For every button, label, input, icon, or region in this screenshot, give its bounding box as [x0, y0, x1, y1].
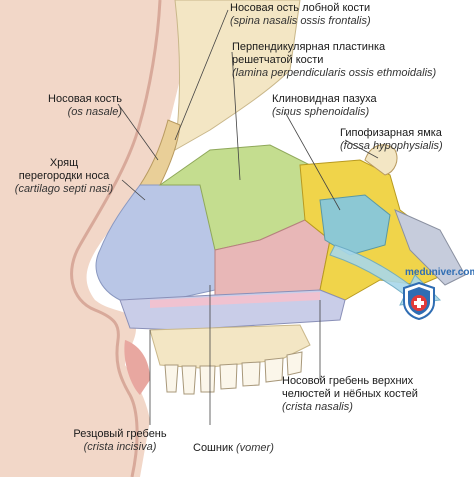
- label-spina-lat: (spina nasalis ossis frontalis): [230, 15, 371, 27]
- maxilla-alveolar: [149, 324, 311, 369]
- label-crista-incisiva: Резцовый гребень (crista incisiva): [60, 428, 180, 454]
- nasal-crest-stripe: [150, 292, 320, 308]
- label-crista-nasalis-ru1: Носовой гребень верхних: [282, 375, 414, 387]
- label-lamina-lat: (lamina perpendicularis ossis ethmoidali…: [232, 67, 437, 79]
- label-vomer: Сошник (vomer): [193, 442, 274, 455]
- label-fossa-ru: Гипофизарная ямка: [340, 127, 442, 139]
- sella-shape: [364, 144, 398, 176]
- frontal-bone: [174, 0, 301, 151]
- label-lamina-ru1: Перпендикулярная пластинка: [232, 41, 386, 53]
- sphenoid-sinus-shape: [319, 194, 391, 256]
- label-crista-incisiva-ru: Резцовый гребень: [73, 428, 167, 440]
- label-crista-nasalis-ru2: челюстей и нёбных костей: [282, 388, 418, 400]
- label-fossa-lat: (fossa hypophysialis): [340, 140, 443, 152]
- label-crista-nasalis: Носовой гребень верхних челюстей и нёбны…: [282, 375, 418, 414]
- label-vomer-ru: Сошник: [193, 442, 233, 454]
- label-cartilago-ru1: Хрящ: [49, 157, 79, 169]
- clivus-shape: [394, 209, 466, 286]
- label-vomer-lat: (vomer): [235, 442, 274, 454]
- label-fossa: Гипофизарная ямка (fossa hypophysialis): [340, 127, 443, 153]
- label-sinus-ru: Клиновидная пазуха: [272, 93, 377, 105]
- label-nasale-lat: (os nasale): [67, 106, 122, 118]
- watermark: meduniver.com: [405, 267, 474, 278]
- label-nasale-ru: Носовая кость: [48, 93, 122, 105]
- label-sinus: Клиновидная пазуха (sinus sphenoidalis): [272, 93, 377, 119]
- medical-shield-icon: [403, 282, 435, 320]
- label-sinus-lat: (sinus sphenoidalis): [272, 106, 370, 118]
- label-cartilago: Хрящ перегородки носа (cartilago septi n…: [2, 157, 126, 196]
- label-cartilago-ru2: перегородки носа: [18, 170, 110, 182]
- face-profile-line: [70, 0, 162, 478]
- label-lamina-ru2: решетчатой кости: [232, 54, 324, 66]
- label-lamina: Перпендикулярная пластинка решетчатой ко…: [232, 41, 436, 80]
- label-spina-ru: Носовая ость лобной кости: [230, 2, 371, 14]
- label-spina: Носовая ость лобной кости (spina nasalis…: [230, 2, 371, 28]
- label-nasale: Носовая кость (os nasale): [30, 93, 122, 119]
- leader-lines: [117, 9, 379, 425]
- label-crista-incisiva-lat: (crista incisiva): [83, 441, 157, 453]
- upper-lip: [124, 340, 150, 395]
- label-crista-nasalis-lat: (crista nasalis): [282, 401, 353, 413]
- label-cartilago-lat: (cartilago septi nasi): [14, 183, 114, 195]
- face-skin: [0, 0, 195, 477]
